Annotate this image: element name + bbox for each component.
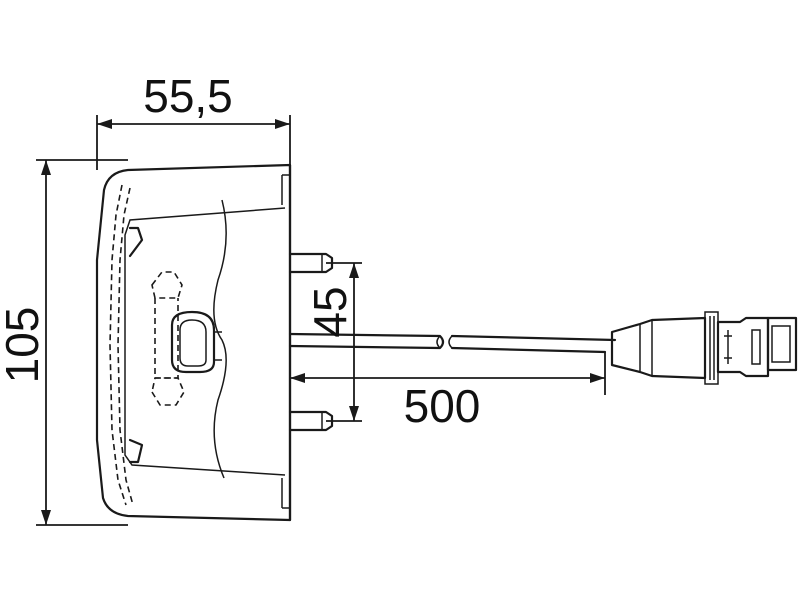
dimension-cable-length: 500 [290,352,606,432]
dimension-mount-spacing: 45 [304,262,362,422]
connector-plug [610,311,798,385]
dimension-cable-length-label: 500 [404,380,481,432]
dimension-mount-spacing-label: 45 [304,286,356,337]
dimension-height-label: 105 [0,307,48,384]
lens-outline [109,184,134,506]
cable [288,332,617,354]
mounting-studs [288,252,334,432]
dimension-height: 105 [0,159,128,526]
bulb-outline [151,271,185,406]
lamp-housing [95,163,292,522]
dimension-width: 55,5 [96,70,291,170]
dimension-width-label: 55,5 [143,70,233,122]
bulb-socket [170,310,222,374]
